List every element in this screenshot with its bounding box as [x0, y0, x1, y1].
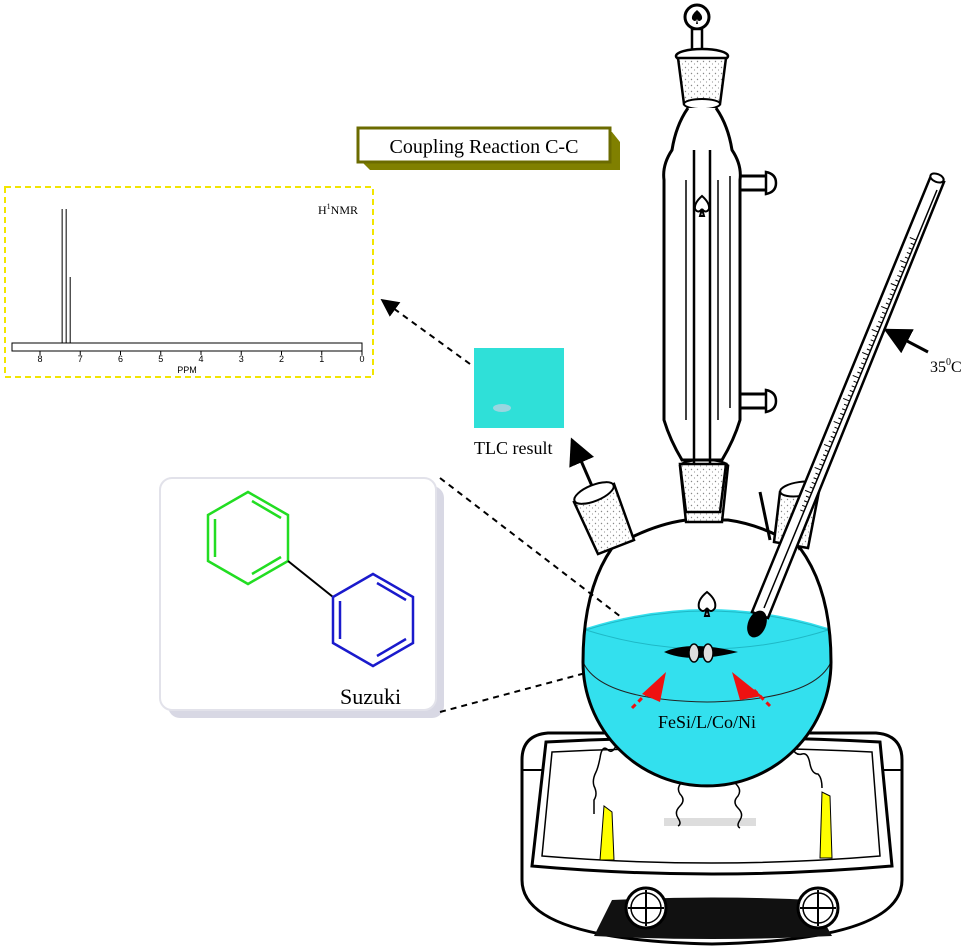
nmr-tick-label: 1 [319, 354, 324, 364]
nmr-tick-label: 2 [279, 354, 284, 364]
temperature-arrow [883, 328, 929, 354]
nmr-label: H1NMR [318, 202, 358, 217]
nmr-tick-label: 5 [158, 354, 163, 364]
tlc-label: TLC result [474, 438, 553, 458]
nmr-tick-label: 7 [78, 354, 83, 364]
title-box: Coupling Reaction C-C [356, 126, 620, 170]
tlc-to-nmr-arrow [380, 298, 471, 365]
nmr-tick-label: 6 [118, 354, 123, 364]
thermometer [747, 172, 946, 638]
catalyst-arrows [630, 672, 772, 710]
reflux-condenser [662, 3, 778, 514]
benzene-ring-blue [331, 572, 415, 668]
tlc-plate: TLC result [474, 348, 564, 458]
hot-plate [520, 731, 904, 946]
nmr-tick-label: 8 [37, 354, 42, 364]
temperature-label: 350C [930, 357, 962, 376]
nmr-baseline [11, 342, 363, 352]
nmr-tick-label: 3 [239, 354, 244, 364]
panel-connector-bottom [439, 651, 665, 713]
knob-left[interactable] [624, 886, 668, 930]
nmr-tick-label: 0 [359, 354, 364, 364]
title-text: Coupling Reaction C-C [390, 136, 579, 158]
nmr-panel: H1NMR 8 7 6 5 4 3 2 1 0 PPM [4, 186, 374, 378]
heat-marker-right [819, 791, 833, 859]
nmr-axis-label: PPM [177, 365, 197, 375]
molecule-panel: Suzuki [159, 477, 444, 718]
flask-to-tlc-arrow [569, 437, 595, 487]
stir-bar [664, 643, 738, 663]
nmr-tick-label: 4 [198, 354, 203, 364]
nmr-peaks [61, 209, 71, 343]
heat-marker-left [599, 805, 615, 861]
benzene-ring-green [206, 490, 290, 586]
biaryl-bond [287, 560, 334, 598]
nmr-tick-labels: 8 7 6 5 4 3 2 1 0 [37, 351, 365, 364]
knob-right[interactable] [796, 886, 840, 930]
catalyst-label: FeSi/L/Co/Ni [658, 712, 756, 732]
molecule-name: Suzuki [340, 684, 401, 709]
